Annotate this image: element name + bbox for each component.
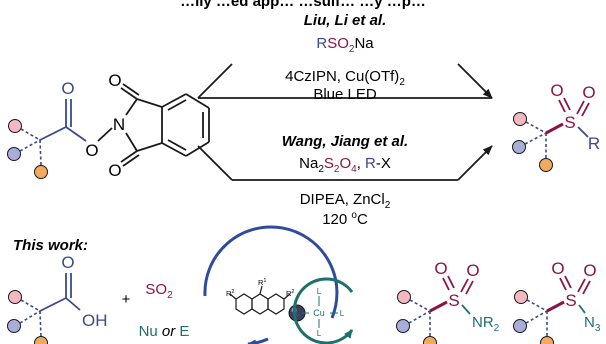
- lower-route-arrow-head: [457, 145, 493, 181]
- svg-text:OH: OH: [82, 311, 108, 330]
- route2-authors: Wang, Jiang et al.: [282, 133, 408, 150]
- svg-text:R: R: [588, 134, 600, 153]
- nucleophile-electrophile-label: Nu or E: [139, 323, 190, 340]
- plus-sign: +: [122, 291, 131, 308]
- route1-reagent: RSO2Na: [316, 35, 374, 55]
- acridine-photocatalyst-icon: [229, 285, 291, 315]
- sulfone-product-structure: S O O R: [512, 81, 600, 172]
- ligand-bottom: L: [317, 329, 322, 338]
- nhpi-ester-structure: O O N O O: [7, 71, 210, 180]
- route1-authors: Liu, Li et al.: [304, 12, 387, 29]
- imide-nitrogen-label: N: [113, 115, 125, 134]
- copper-center-label: Cu: [313, 308, 325, 318]
- imide-oxygen-top-label: O: [108, 71, 121, 90]
- sulfonamide-product-structure: S O O NR2: [396, 259, 500, 344]
- route1-light: .Blue LED: [313, 72, 377, 103]
- svg-text:O: O: [583, 261, 596, 280]
- route2-temperature: 120 oC: [322, 210, 368, 228]
- photocatalyst-cycle: R2 R1 R2: [203, 225, 339, 344]
- ligand-left: L: [296, 309, 301, 318]
- svg-text:S: S: [565, 291, 576, 310]
- svg-text:O: O: [61, 253, 74, 272]
- r2-right-label: R2: [286, 289, 294, 298]
- lower-route-arrow-left: [197, 145, 233, 181]
- route1-catalysts: 4CzIPN, Cu(OTf)2: [285, 68, 405, 88]
- r2-left-label: R2: [226, 289, 234, 298]
- ester-oxygen-label: O: [85, 141, 98, 160]
- r1-label: R1: [258, 278, 266, 287]
- amine-group: NR2: [472, 314, 500, 334]
- ligand-right: L: [340, 309, 345, 318]
- carbonyl-oxygen-label: O: [61, 79, 74, 98]
- substituent-orange-dot: [34, 165, 48, 179]
- sulfonyl-azide-product-structure: S O O N3: [513, 259, 601, 344]
- clipped-header-text: …lly …ed app… …sulf… …y …p…: [180, 0, 426, 10]
- svg-text:O: O: [582, 83, 595, 102]
- svg-text:S: S: [564, 113, 575, 132]
- route2-reagent: Na2S2O4, R-X: [299, 155, 391, 175]
- azide-group: N3: [584, 314, 601, 334]
- substituent-blue-dot: [7, 147, 21, 161]
- upper-route-arrow-head: [457, 63, 493, 99]
- copper-catalytic-cycle: Cu L L L L: [292, 277, 354, 344]
- svg-text:S: S: [448, 291, 459, 310]
- svg-text:O: O: [434, 259, 447, 278]
- svg-text:O: O: [551, 259, 564, 278]
- svg-text:O: O: [466, 261, 479, 280]
- upper-route-arrow-left: [197, 63, 233, 99]
- svg-text:O: O: [550, 81, 563, 100]
- so2-reagent: SO2: [145, 281, 173, 301]
- carboxylic-acid-structure: O OH: [7, 253, 108, 344]
- route2-base: DIPEA, ZnCl2: [300, 191, 391, 211]
- imide-oxygen-bottom-label: O: [108, 161, 121, 180]
- substituent-pink-dot: [8, 119, 22, 133]
- this-work-label: This work:: [13, 237, 88, 254]
- ligand-top: L: [317, 287, 322, 296]
